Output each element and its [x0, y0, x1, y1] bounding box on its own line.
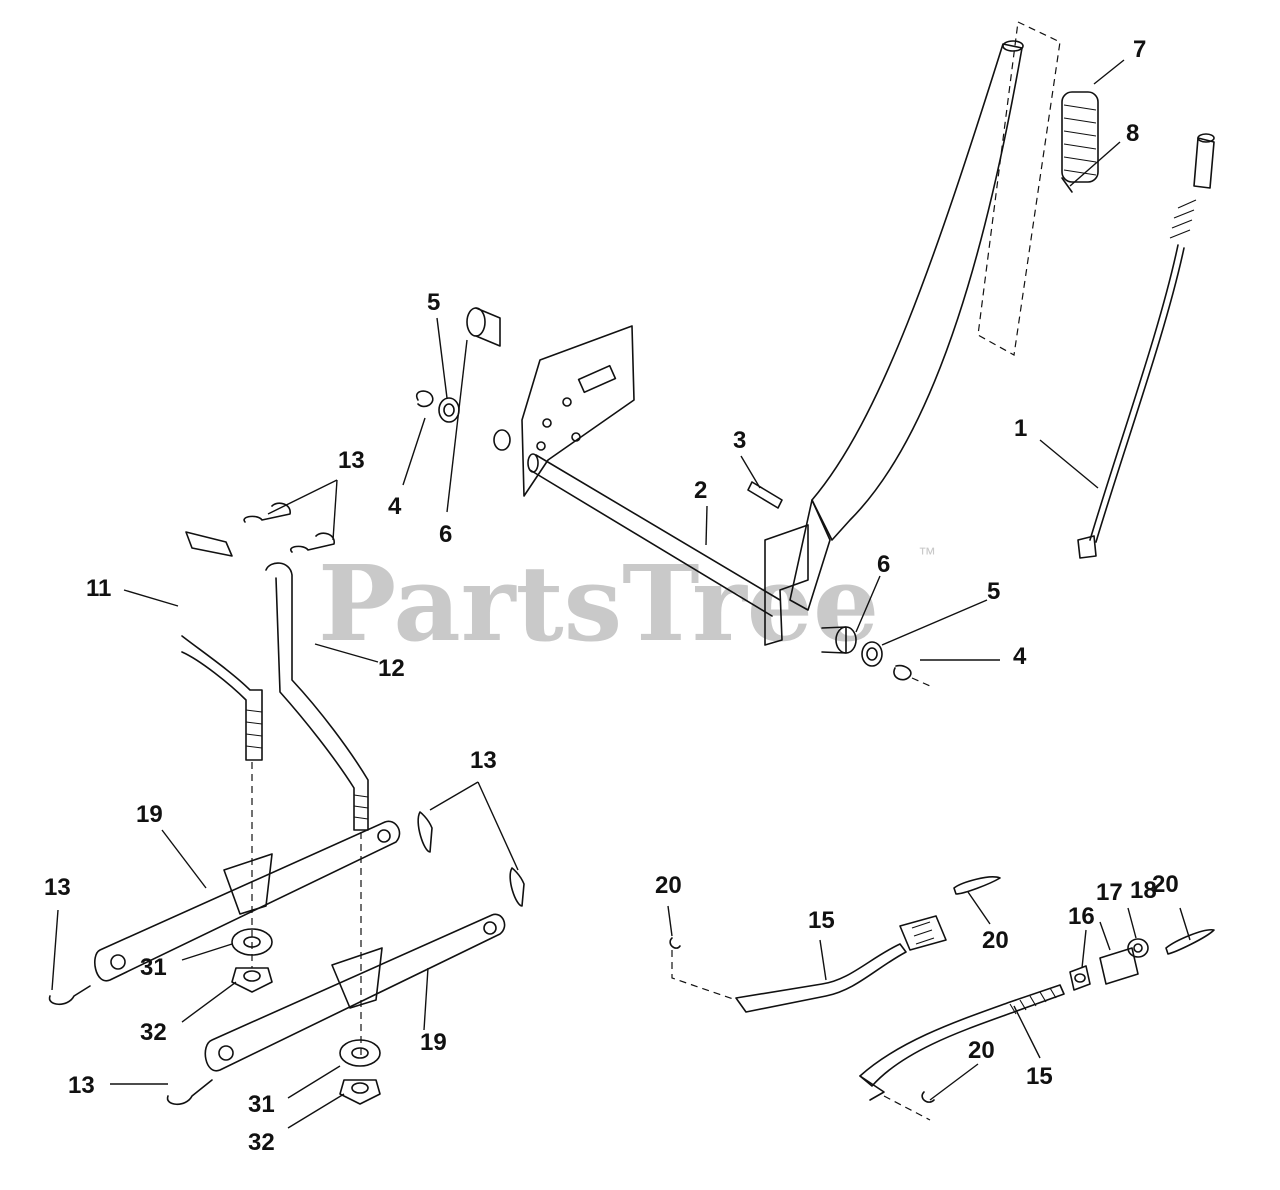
- callout-5-lower: 5: [987, 578, 1000, 605]
- cotter-pins-20: [669, 876, 1215, 1103]
- rod-15-lower: [859, 984, 1065, 1121]
- callout-20-left: 20: [655, 872, 682, 899]
- cross-shaft: [527, 453, 781, 617]
- callout-4-lower: 4: [1013, 643, 1027, 670]
- clip-right: [893, 664, 931, 687]
- callout-3: 3: [733, 427, 746, 454]
- rod-15-upper: [671, 915, 947, 1013]
- callout-19-lower: 19: [420, 1029, 447, 1056]
- callout-7: 7: [1133, 36, 1146, 63]
- link-12: [265, 562, 369, 1060]
- callout-13-top: 13: [338, 447, 365, 474]
- callout-12: 12: [378, 655, 405, 682]
- callout-17: 17: [1096, 879, 1123, 906]
- callout-16: 16: [1068, 903, 1095, 930]
- callout-6-upper: 6: [439, 521, 452, 548]
- callout-32-upper: 32: [140, 1019, 167, 1046]
- callout-31-upper: 31: [140, 954, 167, 981]
- bar-19-lower: [204, 913, 506, 1072]
- callout-4-upper: 4: [388, 493, 402, 520]
- spacers-31-32: [231, 928, 381, 1105]
- callout-13-middle: 13: [470, 747, 497, 774]
- callout-20-bottom: 20: [968, 1037, 995, 1064]
- hairpin-clips-13: [48, 502, 525, 1106]
- callout-11: 11: [86, 575, 111, 602]
- bar-19-upper: [94, 820, 401, 982]
- clip-left: [415, 390, 434, 408]
- leader-lines: [51, 59, 1191, 1129]
- nuts-16-17-18: [1069, 938, 1149, 991]
- cable-assembly: [1077, 133, 1215, 559]
- lever-grip-outline: [977, 21, 1061, 356]
- callout-2: 2: [694, 477, 707, 504]
- callout-13-left: 13: [44, 874, 71, 901]
- callout-1: 1: [1014, 415, 1027, 442]
- watermark: PartsTree ™: [318, 542, 936, 665]
- mounting-plate: [521, 325, 635, 497]
- washer-right: [861, 641, 883, 667]
- bushing-left: [466, 307, 511, 451]
- lever-bracket: [764, 524, 809, 646]
- callout-31-lower: 31: [248, 1091, 275, 1118]
- callout-5-upper: 5: [427, 289, 440, 316]
- spring-8: [1061, 177, 1073, 193]
- bushing-right: [821, 626, 857, 654]
- callout-18: 18: [1130, 877, 1157, 904]
- spring-7: [1061, 91, 1099, 183]
- callout-labels: 1 2 3 4 4 5 5 6 6 7 8 11 12 13 13 13 13 …: [44, 36, 1179, 1156]
- callout-8: 8: [1126, 120, 1139, 147]
- callout-20-mid: 20: [982, 927, 1009, 954]
- callout-6-lower: 6: [877, 551, 890, 578]
- callout-20-right: 20: [1152, 871, 1179, 898]
- callout-19-upper: 19: [136, 801, 163, 828]
- lift-lever: [789, 40, 1024, 611]
- watermark-trademark: ™: [918, 544, 936, 564]
- callout-13-bottom: 13: [68, 1072, 95, 1099]
- pin-3: [747, 481, 783, 509]
- link-11: [181, 531, 263, 968]
- callout-15-upper: 15: [808, 907, 835, 934]
- watermark-brand: PartsTree: [318, 542, 879, 665]
- callout-32-lower: 32: [248, 1129, 275, 1156]
- washer-left: [438, 397, 460, 423]
- callout-15-lower: 15: [1026, 1063, 1053, 1090]
